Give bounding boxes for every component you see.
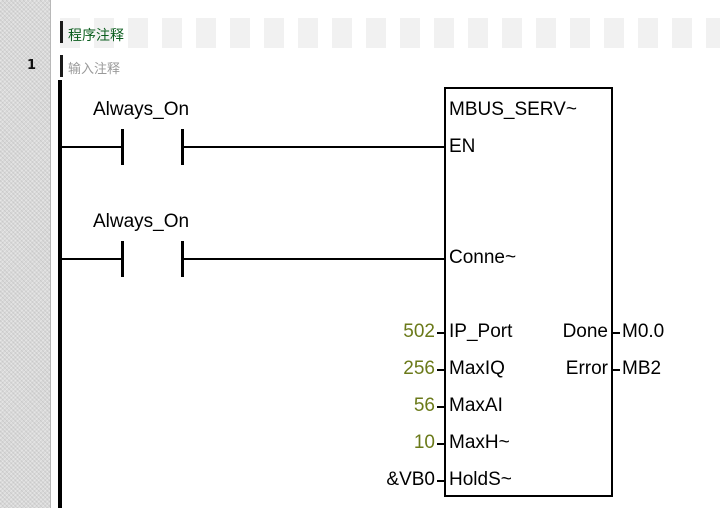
rung-1-wire-right bbox=[184, 146, 444, 148]
input-value-maxh[interactable]: 10 bbox=[413, 432, 435, 453]
input-pin-maxiq: MaxIQ bbox=[449, 358, 505, 379]
output-tick bbox=[613, 332, 620, 334]
rung-2-wire-left bbox=[62, 258, 121, 260]
output-tick bbox=[613, 369, 620, 371]
contact-2-right-bar[interactable] bbox=[181, 241, 184, 277]
connect-pin-label: Conne~ bbox=[449, 247, 517, 268]
input-value-ip-port[interactable]: 502 bbox=[403, 321, 435, 342]
output-pin-done: Done bbox=[562, 321, 608, 342]
input-value-maxai[interactable]: 56 bbox=[413, 395, 435, 416]
contact-1-right-bar[interactable] bbox=[181, 129, 184, 165]
input-value-holds[interactable]: &VB0 bbox=[386, 469, 435, 490]
network-comment-marker bbox=[60, 55, 63, 77]
mbus-serv-block[interactable] bbox=[444, 87, 613, 497]
input-value-maxiq[interactable]: 256 bbox=[403, 358, 435, 379]
input-tick bbox=[437, 443, 444, 445]
network-comment[interactable]: 输入注释 bbox=[68, 62, 121, 77]
contact-1-label[interactable]: Always_On bbox=[93, 99, 190, 120]
contact-2-label[interactable]: Always_On bbox=[93, 211, 190, 232]
rung-1-wire-left bbox=[62, 146, 121, 148]
contact-1-left-bar[interactable] bbox=[121, 129, 124, 165]
network-number: 1 bbox=[27, 58, 37, 73]
input-tick bbox=[437, 332, 444, 334]
input-tick bbox=[437, 369, 444, 371]
program-comment-strip bbox=[60, 18, 720, 48]
comment-marker bbox=[60, 21, 63, 43]
en-pin-label: EN bbox=[449, 136, 476, 157]
output-pin-error: Error bbox=[565, 358, 608, 379]
rung-2-wire-right bbox=[184, 258, 444, 260]
output-value-error[interactable]: MB2 bbox=[622, 358, 662, 379]
input-pin-maxh: MaxH~ bbox=[449, 432, 510, 453]
input-pin-ip-port: IP_Port bbox=[449, 321, 513, 342]
power-rail bbox=[58, 80, 62, 508]
program-comment[interactable]: 程序注释 bbox=[68, 28, 124, 44]
output-value-done[interactable]: M0.0 bbox=[622, 321, 665, 342]
block-title: MBUS_SERV~ bbox=[449, 99, 577, 120]
contact-2-left-bar[interactable] bbox=[121, 241, 124, 277]
input-pin-maxai: MaxAI bbox=[449, 395, 503, 416]
network-gutter bbox=[0, 0, 51, 508]
input-pin-holds: HoldS~ bbox=[449, 469, 512, 490]
input-tick bbox=[437, 406, 444, 408]
input-tick bbox=[437, 480, 444, 482]
